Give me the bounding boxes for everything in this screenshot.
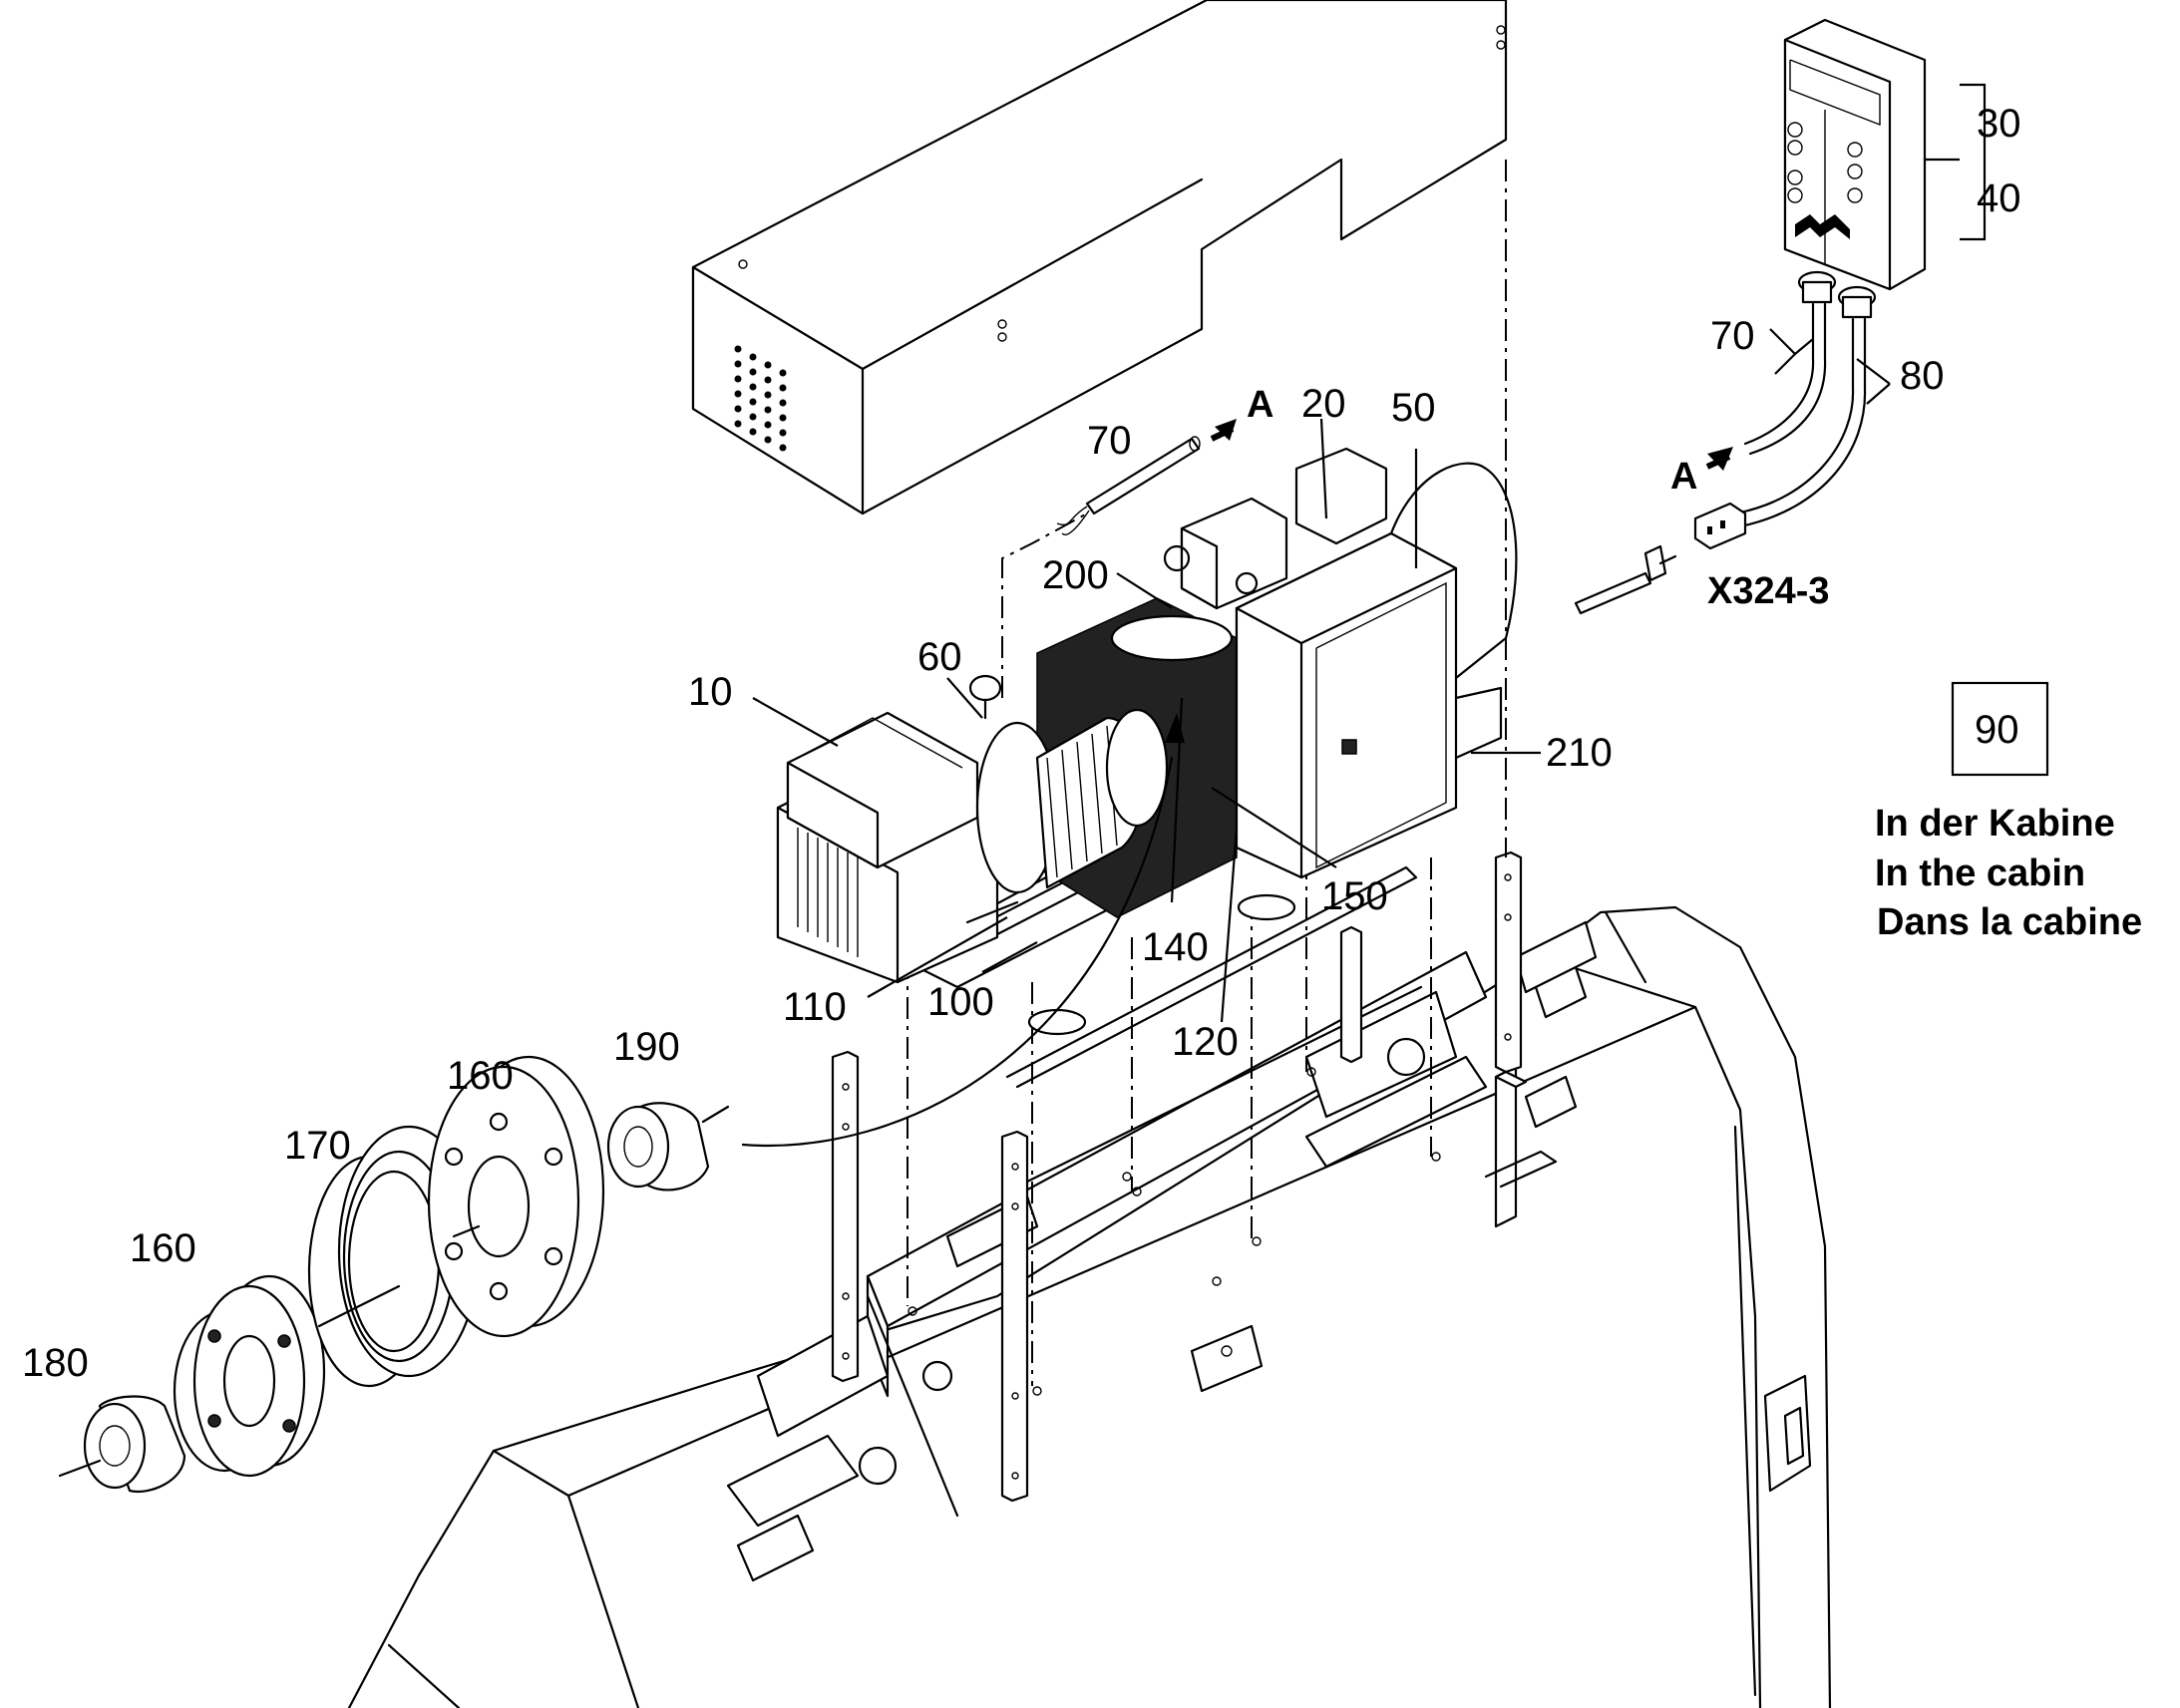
marker-a-main: A <box>1247 384 1273 426</box>
callout-50: 50 <box>1391 386 1436 430</box>
callout-190: 190 <box>613 1025 680 1069</box>
note-en: In the cabin <box>1875 853 2085 894</box>
bracket-30-40 <box>1960 83 1987 241</box>
callout-70-main: 70 <box>1087 419 1132 463</box>
cabin-note: In der Kabine In the cabin Dans la cabin… <box>1875 803 2142 943</box>
callout-70-side: 70 <box>1710 314 1755 358</box>
callout-100: 100 <box>927 980 994 1024</box>
frame-holes <box>908 1067 1441 1396</box>
callout-80: 80 <box>1900 354 1945 398</box>
generator-assembly <box>776 447 1518 1036</box>
callout-180: 180 <box>22 1341 89 1385</box>
callout-110: 110 <box>783 985 847 1029</box>
callout-10: 10 <box>688 670 733 714</box>
leader-lines <box>752 328 1891 1023</box>
cable-70 <box>1056 419 1237 535</box>
vent-grille-icon <box>734 345 787 452</box>
callout-200: 200 <box>1042 553 1109 597</box>
flange-160-front <box>173 1274 326 1478</box>
callout-170: 170 <box>284 1124 351 1168</box>
callout-150: 150 <box>1321 874 1388 918</box>
motor-cooling-fins <box>797 828 859 957</box>
marker-a-side: A <box>1670 456 1697 498</box>
callout-160-front: 160 <box>130 1226 196 1270</box>
vehicle-body <box>347 905 1832 1708</box>
callout-120: 120 <box>1172 1020 1239 1064</box>
callout-60: 60 <box>917 635 962 679</box>
callout-90-box <box>1951 681 2049 777</box>
assembly-centerlines <box>907 160 1507 1386</box>
callout-90: 90 <box>1975 708 2019 752</box>
flange-160-rear <box>427 1055 605 1338</box>
callout-30: 30 <box>1977 102 2021 146</box>
mounting-posts <box>831 851 1523 1503</box>
brand-logo-icon <box>1795 214 1850 239</box>
callout-labels: 10 20 30 40 50 60 70 70 80 90 100 110 12… <box>22 102 2021 1385</box>
callout-40: 40 <box>1977 176 2021 220</box>
callout-140: 140 <box>1142 925 1209 969</box>
note-fr: Dans la cabine <box>1877 901 2142 943</box>
callout-20: 20 <box>1301 382 1346 426</box>
assembly-arrow-arc <box>741 756 1174 1147</box>
coupling-hub-180 <box>58 1395 186 1494</box>
cover-housing <box>691 0 1508 515</box>
connector-label: X324-3 <box>1707 570 1830 612</box>
callout-160-rear: 160 <box>447 1054 514 1098</box>
coupling-hub-190 <box>606 1102 730 1192</box>
remote-control-panel <box>1574 18 1927 615</box>
note-de: In der Kabine <box>1875 803 2115 845</box>
callout-210: 210 <box>1546 731 1613 775</box>
